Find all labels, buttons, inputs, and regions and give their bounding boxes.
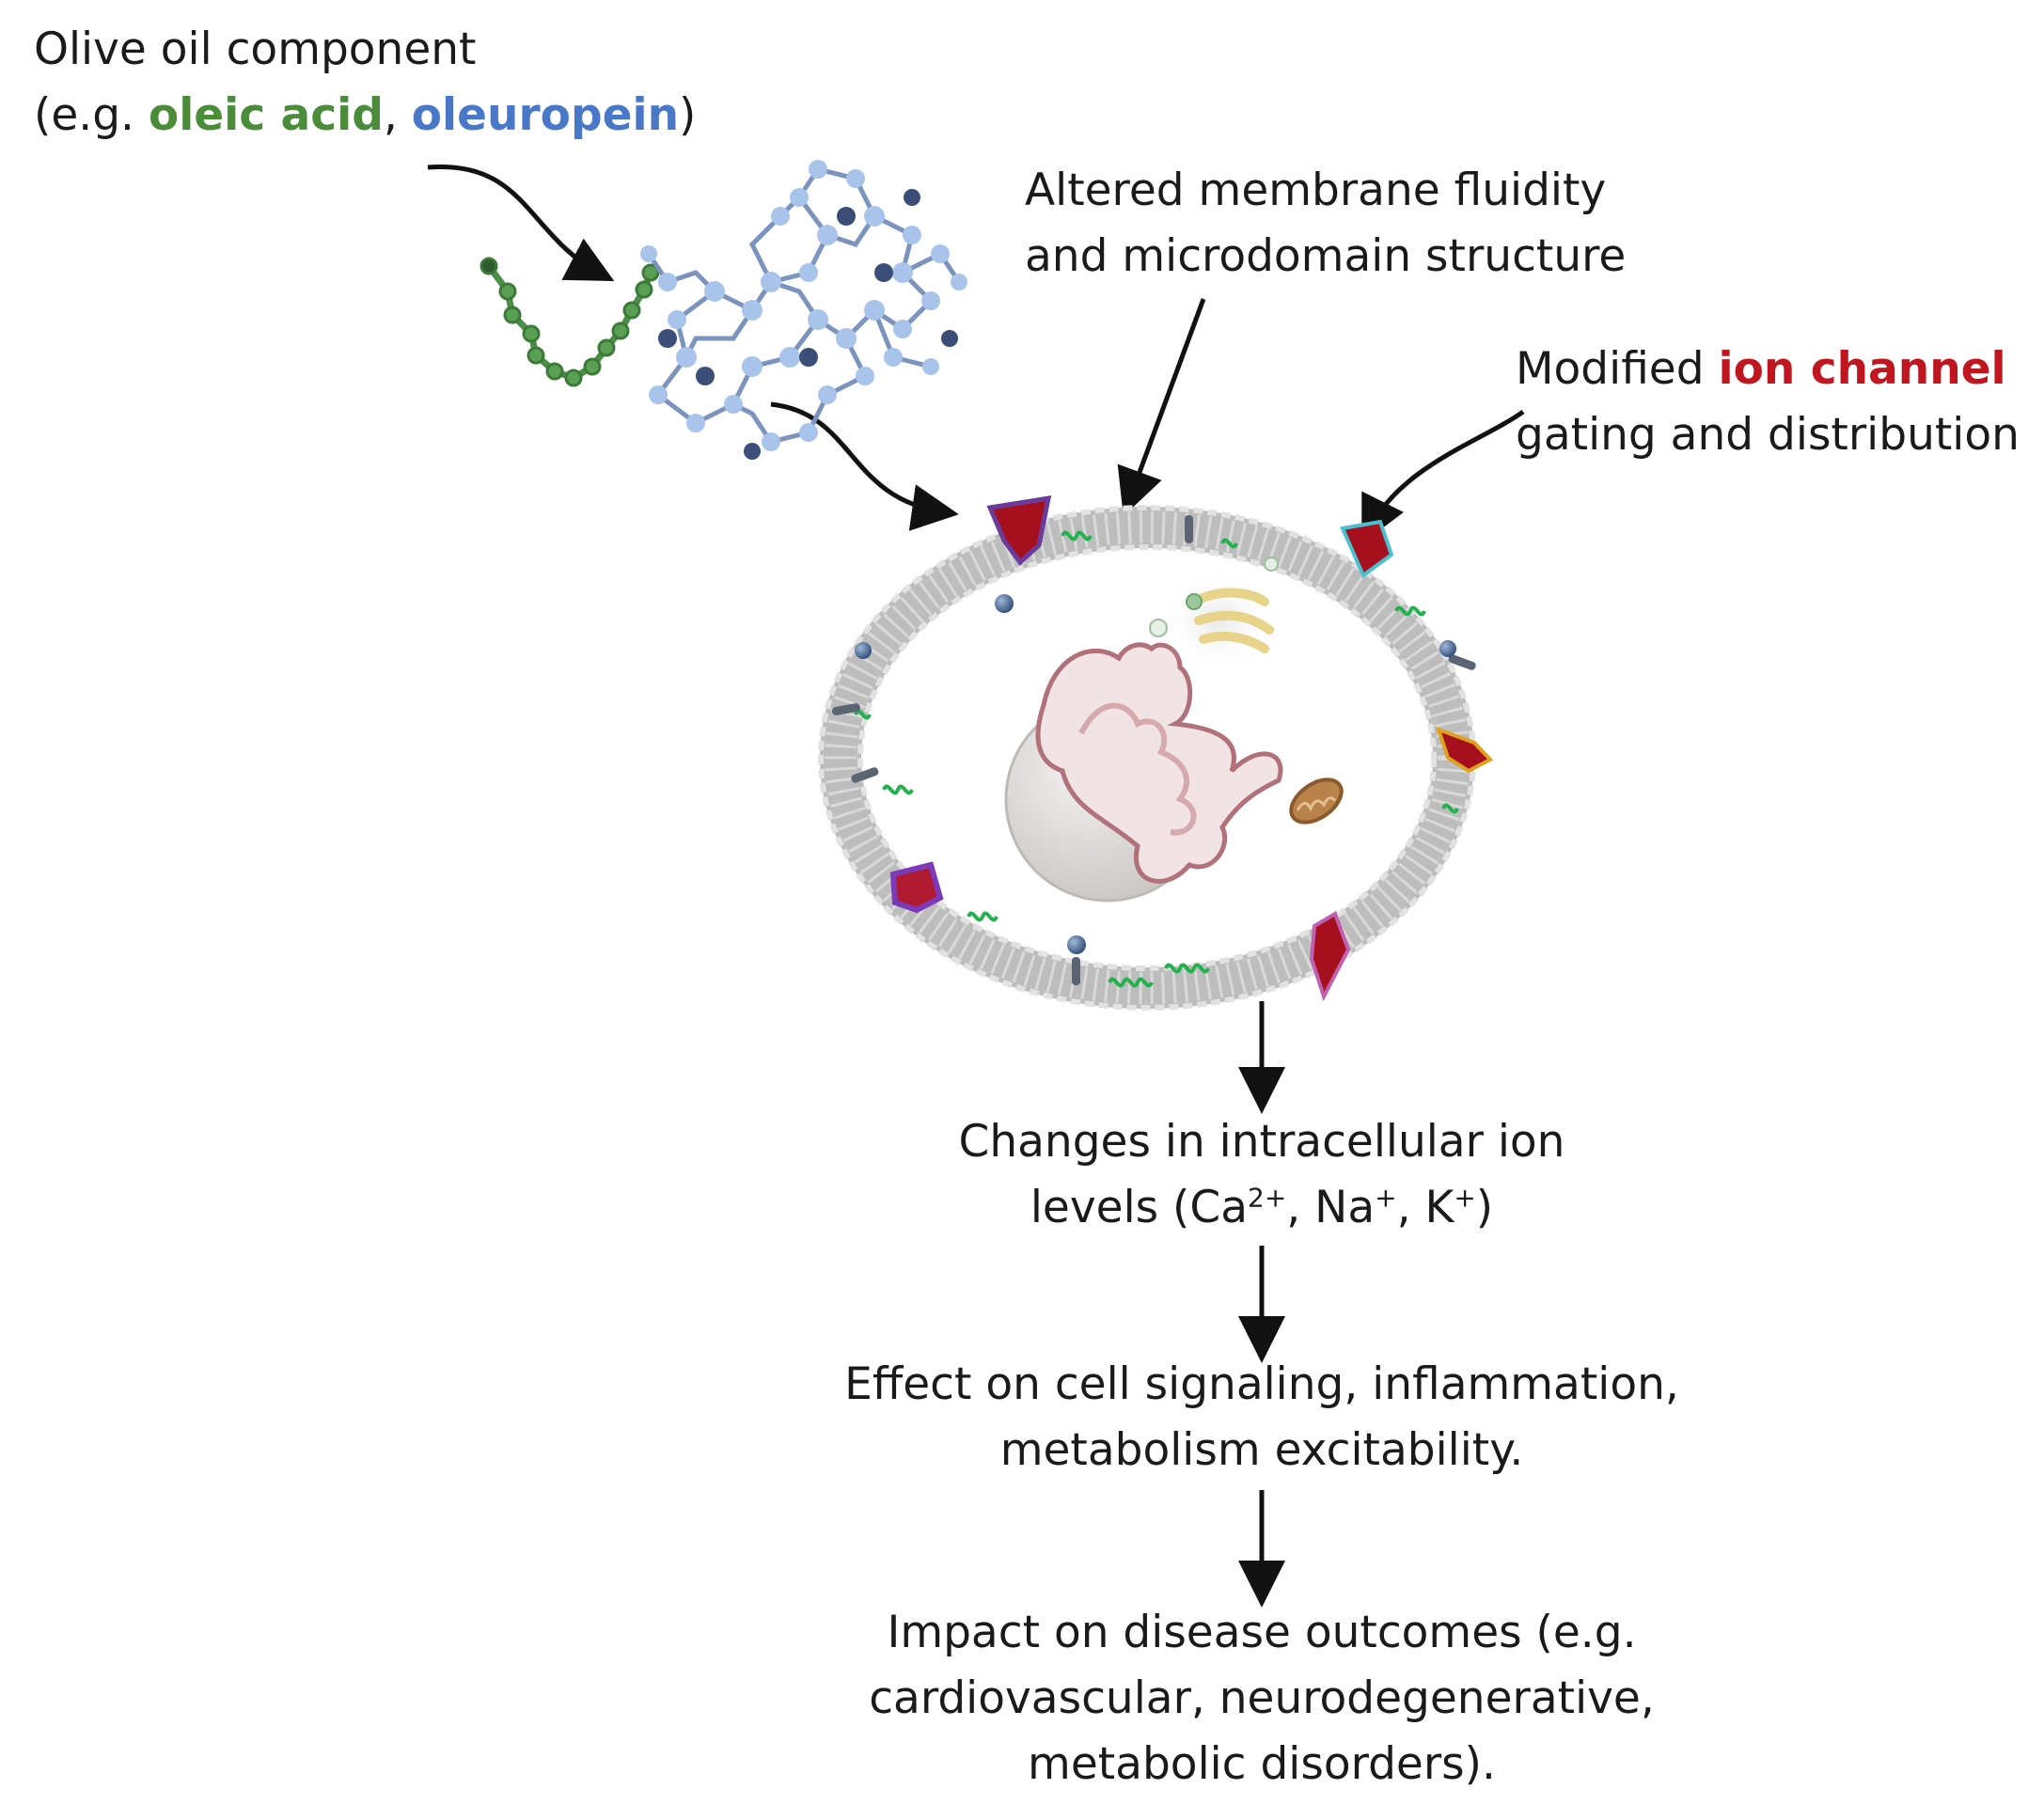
effect-label: Effect on cell signaling, inflammation, …: [844, 1358, 1679, 1476]
ion-channel-bottom: [1309, 911, 1351, 1002]
arrow-to-molecules: [427, 164, 615, 281]
ion-channel-highlight: ion channel: [1718, 343, 2006, 395]
arrow-to-membrane: [770, 401, 959, 531]
arrow-membrane-fluidity: [1117, 298, 1206, 517]
oleuropein-molecule: [640, 160, 967, 460]
ion-channel-label: Modified ion channel gating and distribu…: [1516, 343, 2020, 461]
oleuropein-label: oleuropein: [411, 89, 680, 141]
olive-oil-title: Olive oil component: [34, 24, 477, 75]
oleic-acid-label: oleic acid: [148, 89, 384, 141]
arrow-ion-channel: [1361, 409, 1525, 544]
olive-oil-examples: (e.g. oleic acid, oleuropein): [34, 89, 697, 141]
ion-channel-right: [1435, 726, 1494, 774]
olive-oil-label: Olive oil component (e.g. oleic acid, ol…: [34, 17, 696, 149]
organelles: [1004, 557, 1344, 902]
oleic-acid-molecule: [480, 257, 660, 387]
ion-channel-right-top: [1340, 519, 1394, 579]
ion-levels-label: Changes in intracellular ion levels (Ca2…: [958, 1116, 1565, 1233]
impact-label: Impact on disease outcomes (e.g. cardiov…: [869, 1607, 1655, 1790]
ion-channel-left: [889, 861, 944, 914]
ion-channel-top: [986, 494, 1052, 566]
membrane-fluidity-label: Altered membrane fluidity and microdomai…: [1025, 165, 1627, 282]
